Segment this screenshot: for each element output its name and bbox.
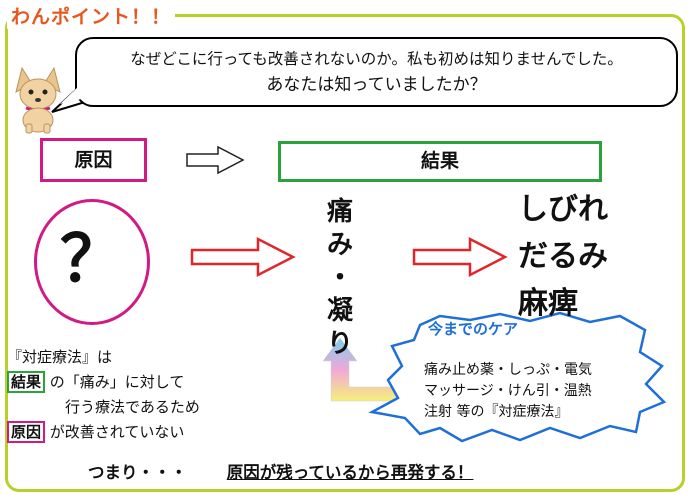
care-line: 痛み止め薬・しっぷ・電気 <box>424 362 592 378</box>
middle-char: り <box>326 329 353 359</box>
burst-bubble-icon <box>368 311 667 443</box>
conclusion-main: 原因が残っているから再発する！ <box>226 463 474 482</box>
cause-box: 原因 <box>40 138 147 182</box>
care-body: 痛み止め薬・しっぷ・電気 マッサージ・けん引・温熱 注射 等の『対症療法』 <box>424 360 592 423</box>
result-tag: 結果 <box>7 371 46 393</box>
explanation-line-1: 『対症療法』は <box>7 348 113 366</box>
care-line: マッサージ・けん引・温熱 <box>424 383 592 399</box>
explanation-line-3: 行う療法であるため <box>65 398 200 416</box>
cause-tag: 原因 <box>7 421 46 443</box>
result-terms: しびれ だるみ 麻痺 <box>518 186 608 327</box>
conclusion-lead: つまり・・・ <box>88 463 187 482</box>
speech-bubble: なぜどこに行っても改善されないのか。私も初めは知りませんでした。 あなたは知って… <box>75 37 678 107</box>
question-circle: ？ <box>34 199 150 325</box>
explanation-line-2-text: の「痛み」に対して <box>49 373 185 391</box>
care-line: 注射 等の『対症療法』 <box>424 404 569 420</box>
speech-line-2: あなたは知っていましたか？ <box>266 75 487 95</box>
hollow-arrow-icon <box>186 145 245 175</box>
explanation-line-2: 結果 の「痛み」に対して <box>7 370 200 395</box>
care-title: 今までのケア <box>428 320 519 338</box>
explanation-text: 『対症療法』は 結果 の「痛み」に対して 行う療法であるため 原因 が改善されて… <box>7 345 200 445</box>
conclusion: つまり・・・ 原因が残っているから再発する！ <box>88 459 473 483</box>
result-term: だるみ <box>518 239 608 274</box>
page-title: わんポイント！！ <box>7 2 176 29</box>
result-term: 麻痺 <box>518 286 578 321</box>
red-arrow-icon <box>412 236 508 278</box>
middle-char: ・ <box>326 263 353 293</box>
dog-icon <box>15 66 61 134</box>
explanation-line-4: 原因 が改善されていない <box>7 420 200 445</box>
speech-line-1: なぜどこに行っても改善されないのか。私も初めは知りませんでした。 <box>130 50 623 68</box>
middle-char: 痛 <box>326 197 353 227</box>
explanation-line-4-text: が改善されていない <box>49 423 185 441</box>
middle-vertical-text: 痛 み ・ 凝 り <box>322 196 358 361</box>
result-term: しびれ <box>518 192 608 227</box>
middle-char: み <box>326 230 353 260</box>
red-arrow-icon <box>190 236 296 278</box>
middle-char: 凝 <box>326 296 353 326</box>
result-box: 結果 <box>278 141 602 182</box>
